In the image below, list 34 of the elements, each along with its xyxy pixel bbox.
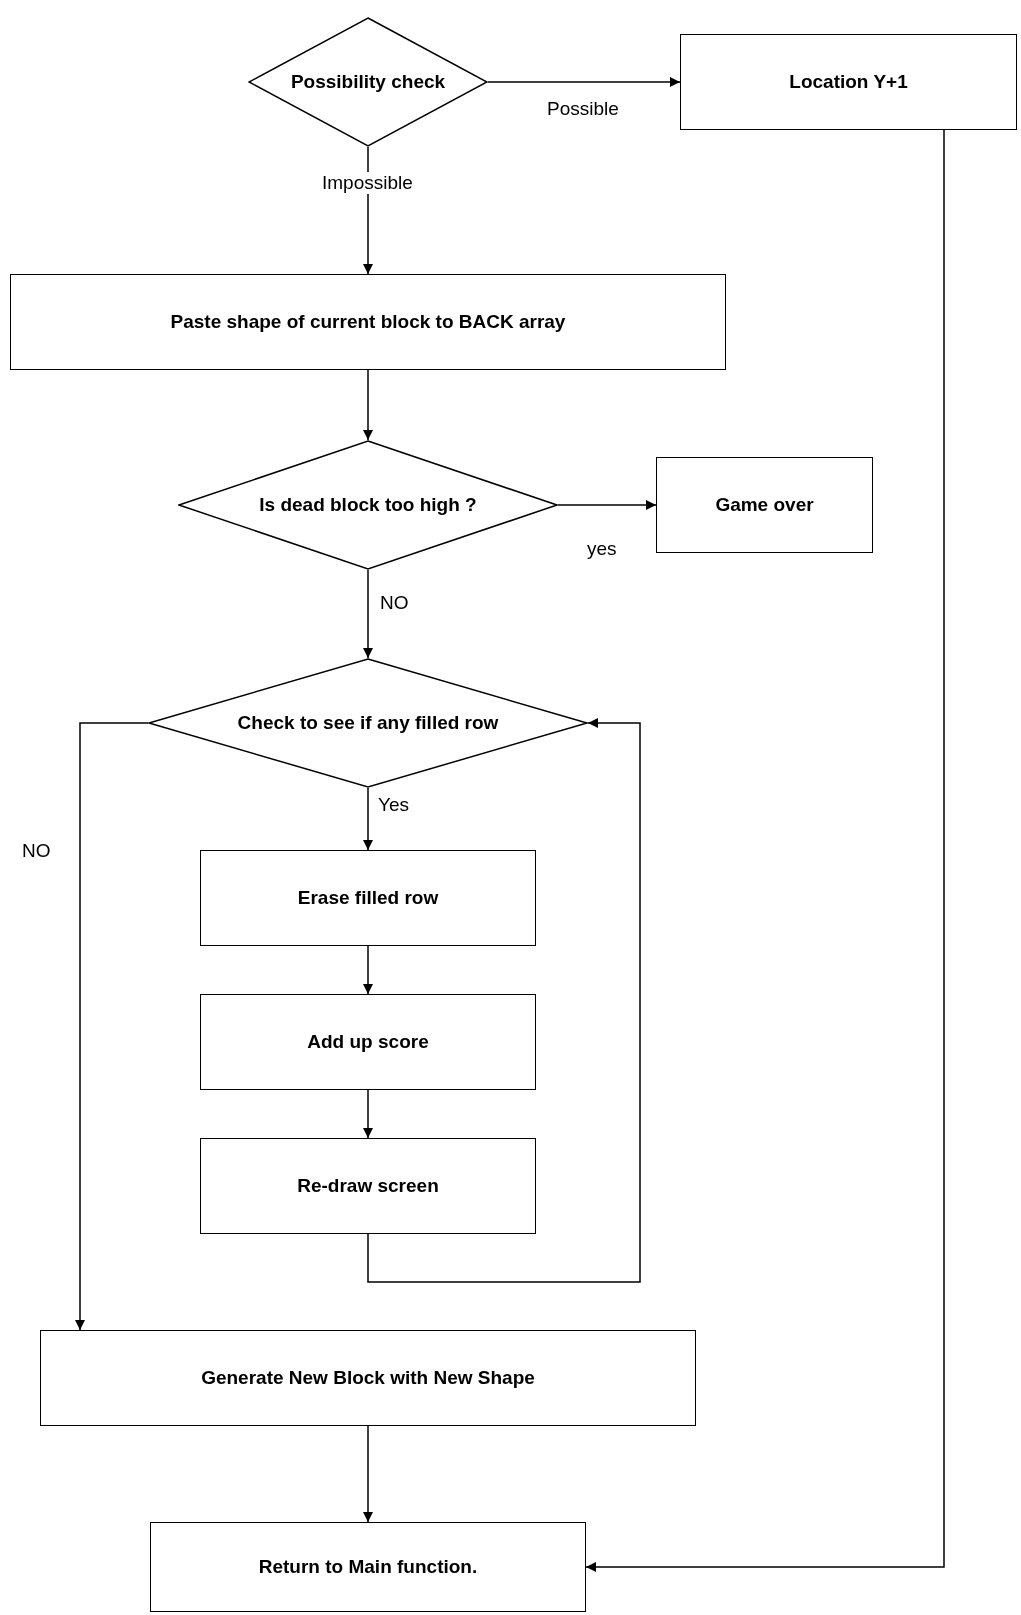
decision-diamond [148,658,588,788]
node-label: Paste shape of current block to BACK array [170,311,566,333]
process-box [200,994,536,1090]
arrow [487,77,681,87]
node-label: Add up score [307,1031,429,1053]
node-label: Game over [715,494,814,516]
node-label: Possibility check [290,71,446,93]
node-label: Location Y+1 [789,71,908,93]
process-box [150,1522,586,1612]
node-label: Is dead block too high ? [259,494,477,516]
process-box [40,1330,696,1426]
edge-label: Impossible [320,172,415,194]
decision-diamond [178,440,558,570]
process-box [656,457,873,553]
arrow [363,1089,373,1139]
arrow [585,129,945,1572]
process-box [680,34,1017,130]
arrow [75,722,149,1331]
arrow [367,718,641,1283]
arrow [363,569,373,659]
arrow [363,787,373,851]
process-box [10,274,726,370]
arrow [363,1425,373,1523]
node-label: Return to Main function. [258,1556,478,1578]
process-box [200,850,536,946]
decision-diamond [248,17,488,147]
arrow [557,500,657,510]
arrow [363,369,373,441]
node-label: Erase filled row [297,887,439,909]
process-box [200,1138,536,1234]
node-label: Check to see if any filled row [237,712,499,734]
node-label: Re-draw screen [297,1175,439,1197]
arrow [363,945,373,995]
node-label: Generate New Block with New Shape [201,1367,535,1389]
